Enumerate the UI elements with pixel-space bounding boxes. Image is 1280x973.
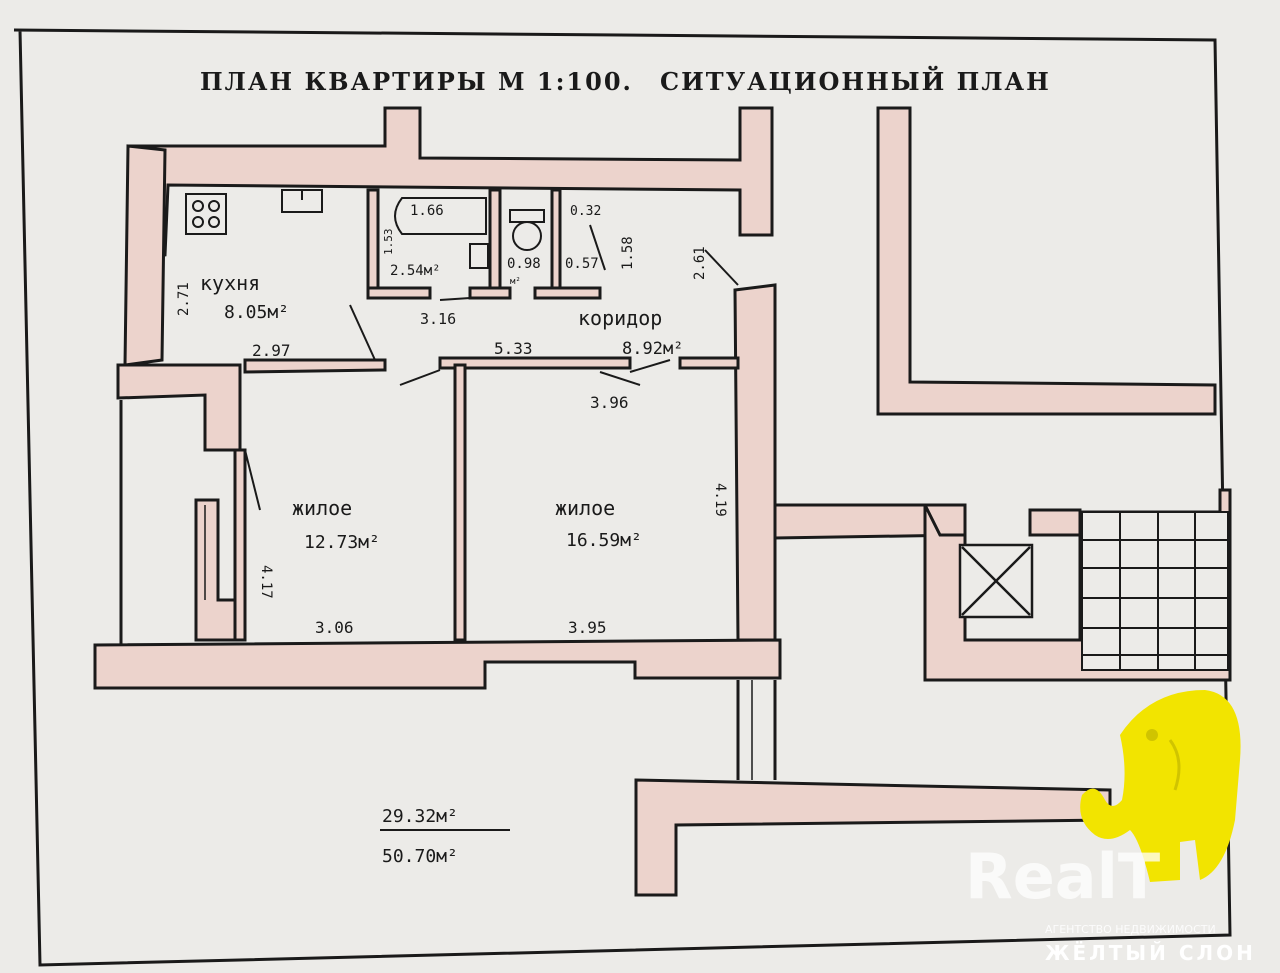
living2-top: 3.96 bbox=[590, 393, 629, 412]
living1-width: 3.06 bbox=[315, 618, 354, 637]
kitchen-height: 2.71 bbox=[176, 282, 192, 316]
plan-title: ПЛАН КВАРТИРЫ М 1:100. bbox=[200, 67, 633, 96]
wc-area: 0.98 bbox=[507, 256, 541, 272]
total-area: 50.70м² bbox=[382, 846, 458, 867]
stairwell bbox=[1081, 511, 1229, 671]
living2-area: 16.59м² bbox=[566, 530, 642, 551]
corridor-side: 2.61 bbox=[692, 246, 708, 280]
living-area-total: 29.32м² bbox=[382, 806, 458, 827]
elevator-shaft bbox=[958, 543, 1034, 619]
bath-length: 1.66 bbox=[410, 203, 444, 219]
closet-side: 1.58 bbox=[620, 236, 636, 270]
elephant-logo-icon bbox=[1080, 690, 1241, 882]
corridor-length: 5.33 bbox=[494, 339, 533, 358]
toilet-icon bbox=[509, 209, 545, 251]
corridor-area: 8.92м² bbox=[622, 339, 683, 359]
realt-watermark: RealT bbox=[965, 840, 1160, 913]
bath-area: 2.54м² bbox=[390, 263, 441, 279]
corridor-name: коридор bbox=[578, 306, 662, 330]
kitchen-width: 2.97 bbox=[252, 341, 291, 360]
stove-icon bbox=[185, 193, 227, 235]
kitchen-fixtures bbox=[185, 189, 323, 235]
doors bbox=[244, 224, 739, 511]
apartment-walls bbox=[93, 106, 782, 690]
kitchen-area: 8.05м² bbox=[224, 302, 289, 323]
kitchen-name: кухня bbox=[200, 271, 260, 295]
closet-area: 0.57 bbox=[565, 256, 599, 272]
living2-side: 4.19 bbox=[712, 483, 728, 517]
basin-icon bbox=[469, 243, 489, 269]
living1-name: жилое bbox=[292, 496, 352, 520]
building-lines bbox=[119, 400, 777, 780]
situation-title: СИТУАЦИОННЫЙ ПЛАН bbox=[660, 65, 1051, 96]
agency-line: АГЕНТСТВО НЕДВИЖИМОСТИ bbox=[1045, 923, 1216, 936]
bathtub-icon bbox=[394, 197, 487, 235]
corridor-door-width: 3.16 bbox=[420, 310, 456, 328]
bath-side: 1.53 bbox=[382, 229, 395, 256]
living1-area: 12.73м² bbox=[304, 532, 380, 553]
living1-side: 4.17 bbox=[258, 565, 274, 599]
wc-unit: м² bbox=[510, 277, 521, 287]
sheet-border bbox=[13, 28, 1232, 967]
agency-name: ЖЁЛТЫЙ СЛОН bbox=[1045, 941, 1256, 965]
living2-name: жилое bbox=[555, 496, 615, 520]
closet-top: 0.32 bbox=[570, 204, 601, 219]
living2-width: 3.95 bbox=[568, 618, 607, 637]
